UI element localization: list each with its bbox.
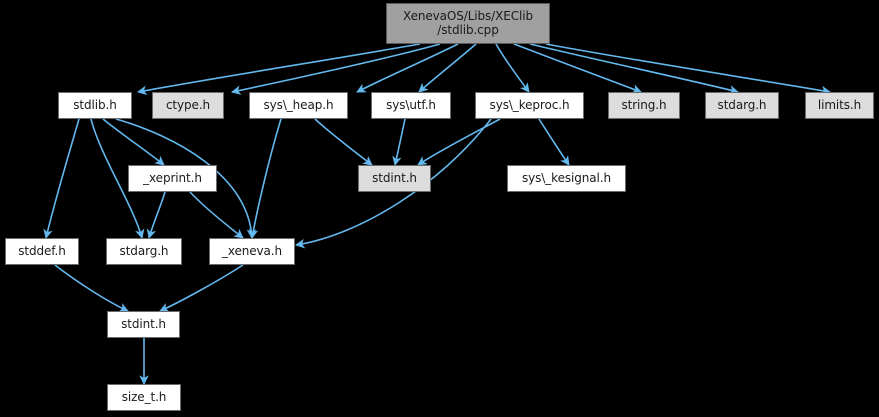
graph-node-stdarg_mid[interactable]: stdarg.h bbox=[106, 238, 182, 265]
graph-edge-xeneva-to-stdint_bot bbox=[159, 264, 244, 312]
graph-edge-sysheap-to-xeneva bbox=[248, 118, 282, 239]
graph-edge-xeprint-to-xeneva bbox=[189, 191, 244, 239]
edges-group bbox=[43, 43, 831, 385]
graph-edge-stdlib-to-xeneva bbox=[115, 118, 257, 239]
graph-edge-stdlib-to-stdarg_mid bbox=[90, 118, 145, 239]
graph-edge-root-to-sysheap bbox=[356, 43, 459, 93]
graph-edge-root-to-ctype bbox=[231, 43, 441, 95]
graph-node-stdint_mid[interactable]: stdint.h bbox=[358, 165, 431, 192]
graph-edge-stddef-to-stdint_bot bbox=[54, 264, 129, 312]
graph-edge-syskeproc-to-syskesignal bbox=[538, 118, 570, 166]
graph-edge-root-to-stdlib bbox=[137, 43, 421, 96]
graph-edge-xeprint-to-stdarg_mid bbox=[146, 191, 166, 239]
graph-node-root[interactable]: XenevaOS/Libs/XEClib /stdlib.cpp bbox=[386, 3, 550, 44]
graph-edge-syskeproc-to-xeneva bbox=[295, 118, 492, 249]
graph-node-stdlib[interactable]: stdlib.h bbox=[58, 92, 132, 119]
graph-node-sysheap[interactable]: sys\_heap.h bbox=[249, 92, 348, 119]
graph-node-xeprint[interactable]: _xeprint.h bbox=[128, 165, 217, 192]
graph-node-xeneva[interactable]: _xeneva.h bbox=[209, 238, 295, 265]
graph-edge-root-to-limits bbox=[545, 43, 831, 96]
graph-node-stdint_bot[interactable]: stdint.h bbox=[107, 311, 180, 338]
graph-edge-sysheap-to-stdint_mid bbox=[314, 118, 373, 166]
graph-node-size_t[interactable]: size_t.h bbox=[107, 384, 181, 411]
graph-node-ctype[interactable]: ctype.h bbox=[152, 92, 224, 119]
graph-node-string[interactable]: string.h bbox=[608, 92, 680, 119]
graph-node-syskesignal[interactable]: sys\_kesignal.h bbox=[507, 165, 626, 192]
graph-node-sysutf[interactable]: sys\utf.h bbox=[371, 92, 451, 119]
graph-edge-root-to-string bbox=[513, 43, 642, 94]
graph-edge-root-to-sysutf bbox=[418, 43, 477, 93]
graph-node-syskeproc[interactable]: sys\_keproc.h bbox=[475, 92, 584, 119]
graph-node-stdarg_top[interactable]: stdarg.h bbox=[705, 92, 779, 119]
graph-edge-stdlib-to-xeprint bbox=[102, 118, 165, 166]
graph-edge-root-to-syskeproc bbox=[495, 43, 530, 93]
graph-node-stddef[interactable]: stddef.h bbox=[5, 238, 79, 265]
graph-edge-sysutf-to-stdint_mid bbox=[392, 118, 406, 166]
graph-edge-root-to-stdarg_top bbox=[529, 43, 739, 95]
graph-edge-stdlib-to-stddef bbox=[43, 118, 80, 239]
graph-node-limits[interactable]: limits.h bbox=[805, 92, 874, 119]
graph-edge-syskeproc-to-stdint_mid bbox=[417, 118, 501, 166]
